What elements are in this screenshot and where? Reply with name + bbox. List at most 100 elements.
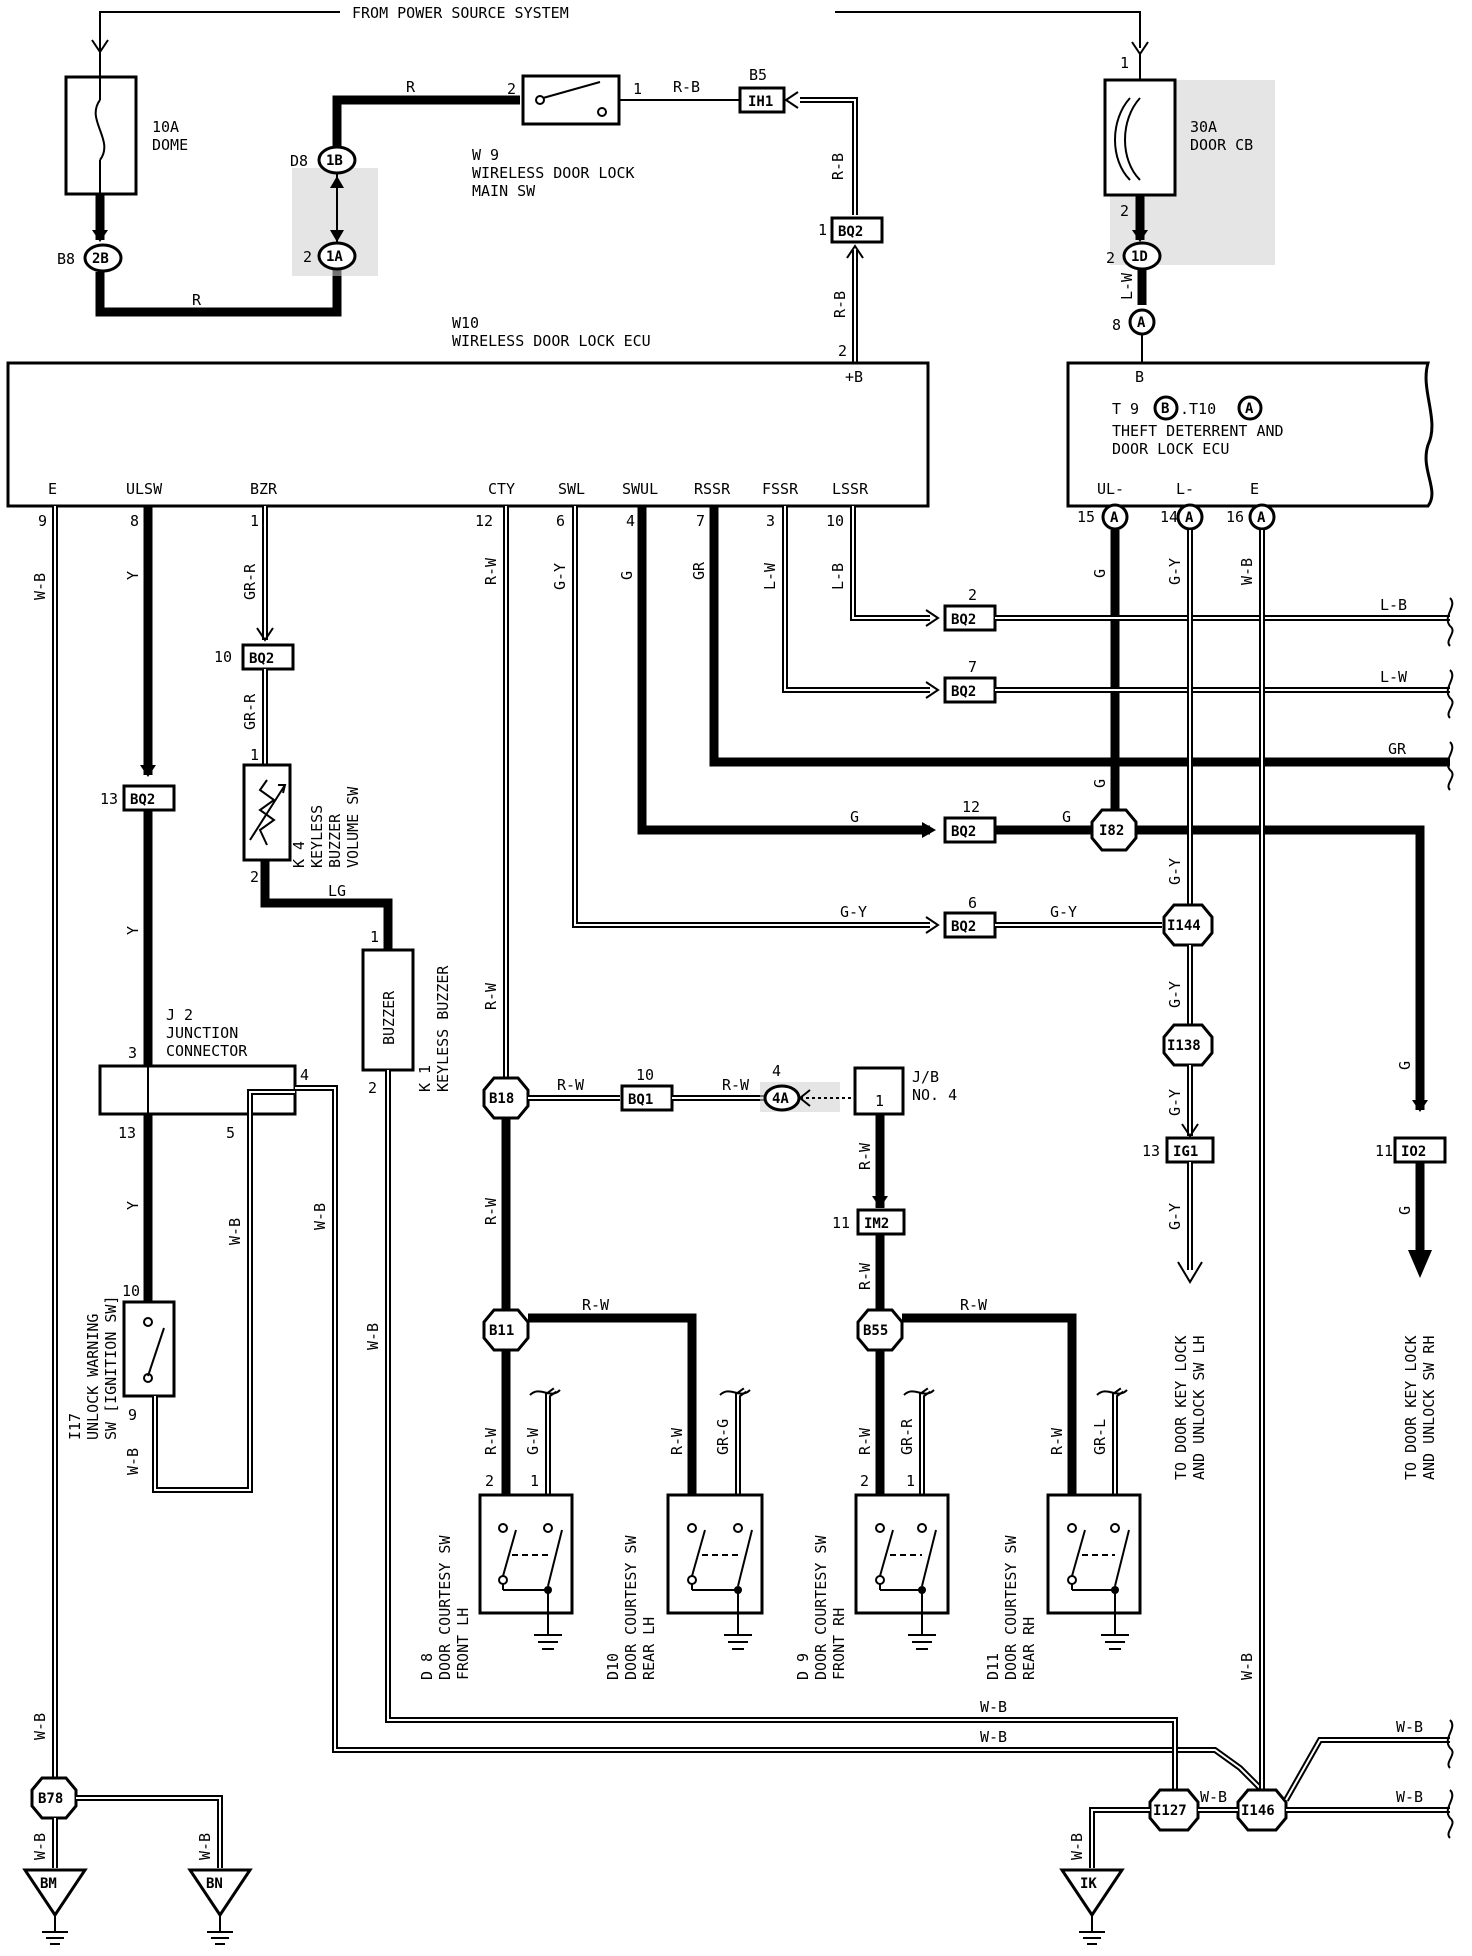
svg-text:12: 12 xyxy=(475,512,493,530)
svg-text:+B: +B xyxy=(845,368,863,386)
wire-l-gy: G-Y G-Y xyxy=(1166,530,1193,905)
svg-text:IO2: IO2 xyxy=(1401,1144,1426,1160)
svg-text:G: G xyxy=(1091,569,1109,578)
svg-text:BQ2: BQ2 xyxy=(249,651,274,667)
connector-ig1: 13 IG1 xyxy=(1142,1136,1215,1164)
svg-text:NO. 4: NO. 4 xyxy=(912,1086,957,1104)
svg-text:30A: 30A xyxy=(1190,118,1217,136)
svg-text:D 8: D 8 xyxy=(418,1653,436,1680)
svg-text:MAIN SW: MAIN SW xyxy=(472,182,536,200)
svg-text:G-Y: G-Y xyxy=(1166,981,1184,1008)
svg-text:G: G xyxy=(850,808,859,826)
svg-text:BQ2: BQ2 xyxy=(951,612,976,628)
svg-text:2: 2 xyxy=(250,868,259,886)
svg-text:1B: 1B xyxy=(326,153,343,169)
svg-text:G-Y: G-Y xyxy=(1166,1089,1184,1116)
door-courtesy-sw-d8[interactable]: R-W G-W 2 1 D 8 DOOR COURTESY SW FRONT L… xyxy=(418,1387,574,1680)
svg-text:W-B: W-B xyxy=(196,1833,214,1860)
keyless-buzzer-volume-sw-k4[interactable]: 1 2 K 4 KEYLESS BUZZER VOLUME SW xyxy=(242,746,362,886)
connector-b8-2b: B8 2B xyxy=(57,243,123,273)
svg-text:BM: BM xyxy=(40,1876,57,1892)
svg-text:K 1: K 1 xyxy=(416,1065,434,1092)
svg-text:R-W: R-W xyxy=(722,1076,750,1094)
svg-text:W-B: W-B xyxy=(1068,1833,1086,1860)
svg-text:1: 1 xyxy=(1120,54,1129,72)
svg-text:B18: B18 xyxy=(489,1091,514,1107)
svg-text:2: 2 xyxy=(1106,249,1115,267)
connector-bq2-gy: 6 BQ2 xyxy=(943,894,997,939)
svg-text:10: 10 xyxy=(214,648,232,666)
door-courtesy-sw-d11[interactable]: R-W GR-L D11 DOOR COURTESY SW REAR RH xyxy=(984,1387,1142,1680)
svg-text:R-W: R-W xyxy=(960,1296,988,1314)
svg-text:RSSR: RSSR xyxy=(694,480,731,498)
wireless-door-lock-main-sw[interactable]: 2 1 W 9 WIRELESS DOOR LOCK MAIN SW xyxy=(472,74,642,200)
wire-i17-j2: W-B W-B xyxy=(124,1089,295,1493)
svg-text:BQ2: BQ2 xyxy=(951,684,976,700)
svg-text:13: 13 xyxy=(100,790,118,808)
door-cb: 1 30A DOOR CB 2 xyxy=(1103,54,1275,265)
connector-b78: B78 xyxy=(30,1776,78,1820)
svg-text:BN: BN xyxy=(206,1876,223,1892)
svg-text:W-B: W-B xyxy=(980,1698,1007,1716)
svg-text:GR-R: GR-R xyxy=(241,693,259,730)
wire-lssr-lb: L-B xyxy=(829,506,940,627)
svg-text:R-W: R-W xyxy=(1048,1427,1066,1455)
svg-text:2: 2 xyxy=(968,586,977,604)
svg-text:G: G xyxy=(618,571,636,580)
svg-text:.T10: .T10 xyxy=(1180,400,1216,418)
wire-swl-gy: G-Y G-Y xyxy=(551,506,940,934)
svg-text:11: 11 xyxy=(832,1214,850,1232)
svg-text:L-B: L-B xyxy=(829,563,847,590)
svg-text:1: 1 xyxy=(906,1472,915,1490)
svg-text:G-Y: G-Y xyxy=(1166,858,1184,885)
svg-text:12: 12 xyxy=(962,798,980,816)
svg-text:BQ2: BQ2 xyxy=(838,224,863,240)
svg-text:R: R xyxy=(406,78,416,96)
wire-e-wb: W-B W-B xyxy=(31,506,58,1778)
svg-text:W10: W10 xyxy=(452,314,479,332)
connector-im2: 11 IM2 xyxy=(832,1208,906,1236)
svg-text:W-B: W-B xyxy=(1238,1653,1256,1680)
svg-text:UL-: UL- xyxy=(1097,480,1124,498)
destination-lh: TO DOOR KEY LOCK AND UNLOCK SW LH xyxy=(1172,1336,1208,1481)
svg-text:10: 10 xyxy=(122,1282,140,1300)
svg-text:W-B: W-B xyxy=(1396,1788,1423,1806)
svg-text:Y: Y xyxy=(124,926,142,935)
svg-text:THEFT DETERRENT AND: THEFT DETERRENT AND xyxy=(1112,422,1284,440)
door-courtesy-sw-d10[interactable]: R-W GR-G D10 DOOR COURTESY SW REAR LH xyxy=(604,1387,764,1680)
unlock-warning-sw-i17[interactable]: 10 9 I17 UNLOCK WARNING SW [IGNITION SW] xyxy=(66,1282,176,1440)
svg-text:14: 14 xyxy=(1160,508,1178,526)
svg-text:D11: D11 xyxy=(984,1653,1002,1680)
svg-text:R-B: R-B xyxy=(673,78,700,96)
svg-text:Y: Y xyxy=(124,571,142,580)
door-courtesy-sw-d9[interactable]: R-W GR-R 2 1 D 9 DOOR COURTESY SW FRONT … xyxy=(794,1387,950,1680)
svg-text:D8: D8 xyxy=(290,152,308,170)
svg-text:TO DOOR KEY LOCK: TO DOOR KEY LOCK xyxy=(1172,1336,1190,1481)
dome-fuse: 10A DOME xyxy=(64,45,188,242)
svg-text:AND UNLOCK SW LH: AND UNLOCK SW LH xyxy=(1190,1336,1208,1481)
svg-text:R-W: R-W xyxy=(856,1427,874,1455)
svg-text:ULSW: ULSW xyxy=(126,480,163,498)
svg-text:I138: I138 xyxy=(1167,1038,1201,1054)
connector-b5-ih1: B5 IH1 xyxy=(738,66,786,114)
svg-text:CONNECTOR: CONNECTOR xyxy=(166,1042,248,1060)
svg-text:9: 9 xyxy=(38,512,47,530)
svg-text:G-Y: G-Y xyxy=(1166,558,1184,585)
svg-text:B11: B11 xyxy=(489,1323,514,1339)
svg-text:BQ2: BQ2 xyxy=(130,792,155,808)
svg-text:W-B: W-B xyxy=(31,1833,49,1860)
svg-text:G-Y: G-Y xyxy=(840,903,867,921)
svg-text:G-Y: G-Y xyxy=(551,563,569,590)
svg-text:W-B: W-B xyxy=(980,1728,1007,1746)
svg-text:2: 2 xyxy=(303,248,312,266)
theft-deterrent-ecu: B T 9 B .T10 A THEFT DETERRENT AND DOOR … xyxy=(1066,361,1434,531)
svg-text:R: R xyxy=(192,291,202,309)
svg-text:J/B: J/B xyxy=(912,1068,939,1086)
svg-text:2: 2 xyxy=(507,80,516,98)
connector-i127: I127 xyxy=(1148,1788,1200,1832)
svg-text:10A: 10A xyxy=(152,118,179,136)
svg-text:KEYLESS BUZZER: KEYLESS BUZZER xyxy=(434,965,452,1092)
wire-k1-2-wb: W-B W-B xyxy=(364,1070,1178,1808)
svg-text:VOLUME SW: VOLUME SW xyxy=(344,786,362,868)
